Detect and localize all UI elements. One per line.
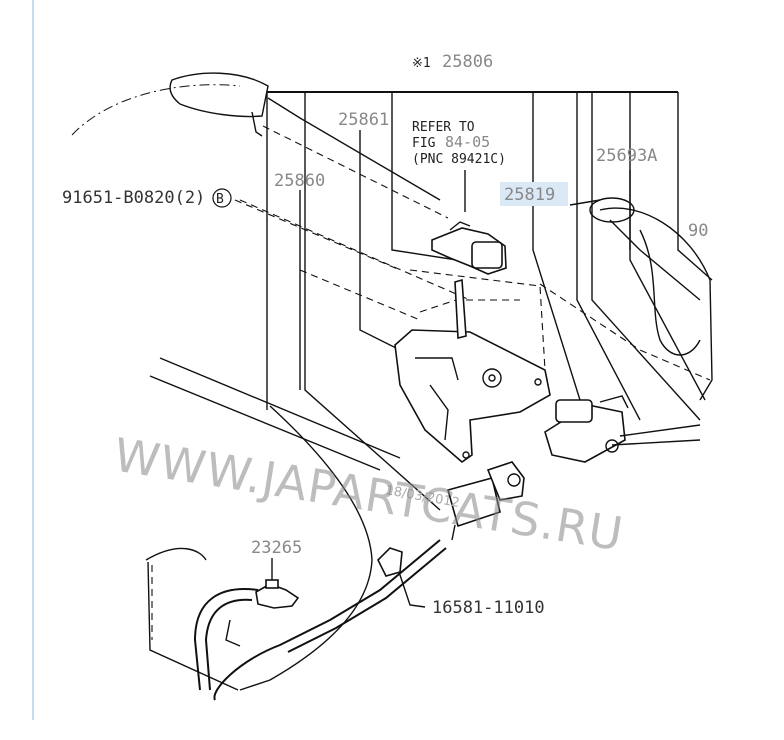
callout-25861: 25861 — [338, 110, 389, 130]
callout-25806: 25806 — [442, 52, 493, 72]
refer-note-pnc: (PNC 89421C) — [412, 152, 506, 167]
callout-bolt-circle: B — [216, 192, 224, 207]
bolt-circle-marker — [212, 188, 232, 208]
refer-note-fig-num: 84-05 — [445, 133, 490, 151]
callout-25819-highlight — [500, 182, 568, 206]
callout-16581: 16581-11010 — [432, 598, 545, 618]
hose-part — [454, 278, 467, 340]
callout-25693a: 25693A — [596, 146, 657, 166]
callout-bolt: 91651-B0820(2) — [62, 188, 205, 208]
callout-labels: ※1 25806 25861 25860 25693A 25819 90 916… — [62, 52, 708, 618]
callout-25860: 25860 — [274, 171, 325, 191]
valve-part-23265 — [255, 579, 300, 609]
vsv-part-25819 — [544, 395, 701, 463]
callout-25819: 25819 — [504, 185, 555, 205]
refer-note-line1: REFER TO — [412, 120, 475, 135]
refer-note-fig: FIG — [412, 136, 436, 151]
top-group-mark: ※1 — [412, 56, 431, 71]
clamp-part — [377, 547, 403, 577]
bracket-part — [394, 329, 551, 464]
hose-lower — [193, 539, 447, 701]
callout-23265: 23265 — [251, 538, 302, 558]
connector-part — [431, 221, 507, 275]
background-outlines — [71, 72, 713, 691]
vsv-part-lower — [447, 461, 525, 541]
leader-lines — [234, 91, 713, 608]
callout-90-partial: 90 — [688, 221, 708, 241]
refer-note: REFER TO FIG 84-05 (PNC 89421C) — [412, 120, 506, 167]
